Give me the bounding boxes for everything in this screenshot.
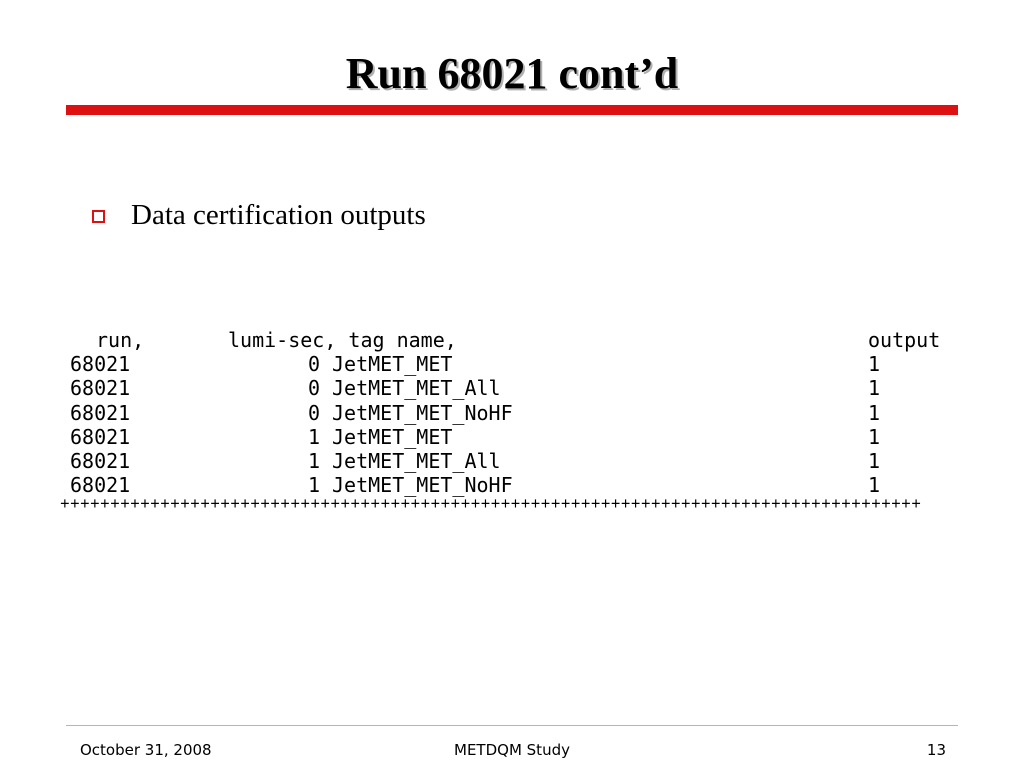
output-row: 68021 1 JetMET_MET_All 1 — [60, 449, 921, 473]
page-number: 13 — [926, 741, 946, 759]
footer-title: METDQM Study — [454, 741, 570, 759]
separator-line: ++++++++++++++++++++++++++++++++++++++++… — [60, 496, 922, 515]
row-output: 1 — [868, 473, 881, 498]
output-row: 68021 0 JetMET_MET_NoHF 1 — [60, 401, 921, 425]
row-tag: JetMET_MET_NoHF — [332, 400, 513, 425]
row-run: 68021 — [70, 376, 131, 401]
row-tag: JetMET_MET_NoHF — [332, 473, 513, 498]
output-header-row: run, lumi-sec, tag name, output — [60, 328, 940, 352]
row-output: 1 — [868, 424, 881, 449]
row-run: 68021 — [70, 352, 131, 377]
slide-title: Run 68021 cont’d — [345, 49, 679, 98]
hollow-square-bullet-icon — [92, 209, 105, 223]
row-run: 68021 — [70, 424, 131, 449]
header-output: output — [868, 328, 941, 352]
row-lumi: 1 — [308, 473, 321, 498]
row-lumi: 1 — [308, 424, 321, 449]
row-tag: JetMET_MET — [332, 424, 453, 449]
output-row: 68021 1 JetMET_MET 1 — [60, 425, 921, 449]
header-lumi-tag: lumi-sec, tag name, — [228, 328, 457, 352]
output-row: 68021 0 JetMET_MET 1 — [60, 352, 921, 376]
certification-output: run, lumi-sec, tag name, output 68021 0 … — [60, 328, 940, 515]
row-output: 1 — [868, 376, 881, 401]
row-lumi: 1 — [308, 448, 321, 473]
row-output: 1 — [868, 448, 881, 473]
header-run: run, — [96, 328, 145, 352]
row-run: 68021 — [70, 473, 131, 498]
row-output: 1 — [868, 400, 881, 425]
footer-divider — [66, 725, 958, 726]
title-underline — [66, 105, 958, 115]
output-row: 68021 1 JetMET_MET_NoHF 1 — [60, 473, 921, 497]
row-lumi: 0 — [308, 352, 321, 377]
row-run: 68021 — [70, 400, 131, 425]
row-tag: JetMET_MET_All — [332, 376, 501, 401]
bullet-item: Data certification outputs — [92, 197, 426, 233]
bullet-text: Data certification outputs — [131, 198, 426, 231]
row-output: 1 — [868, 352, 881, 377]
row-tag: JetMET_MET — [332, 352, 453, 377]
footer-date: October 31, 2008 — [80, 741, 212, 759]
row-lumi: 0 — [308, 400, 321, 425]
row-run: 68021 — [70, 448, 131, 473]
row-tag: JetMET_MET_All — [332, 448, 501, 473]
output-row: 68021 0 JetMET_MET_All 1 — [60, 376, 921, 400]
row-lumi: 0 — [308, 376, 321, 401]
